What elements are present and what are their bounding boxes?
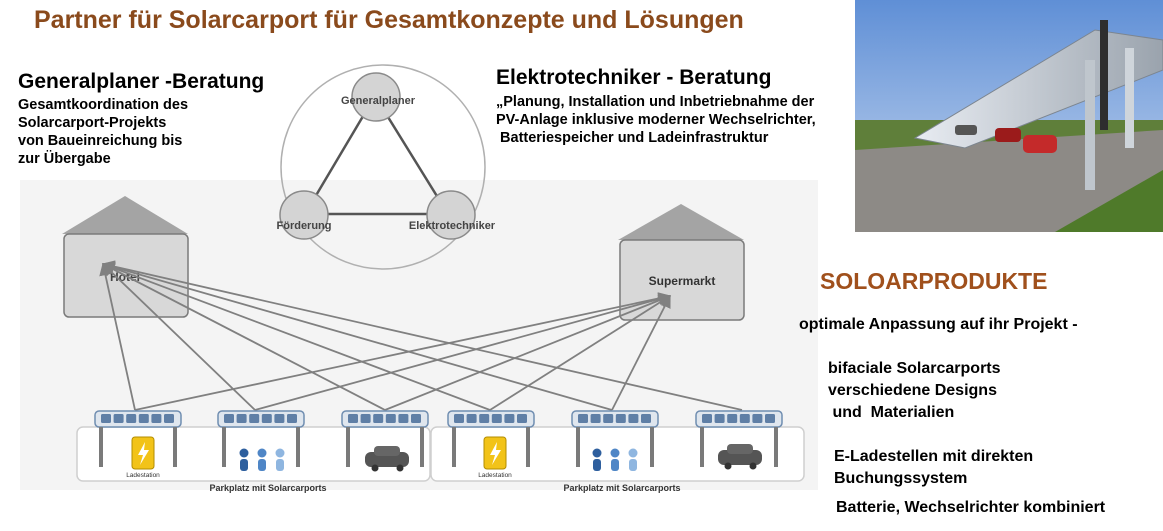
node-foerderung <box>279 190 329 240</box>
concept-circle <box>280 64 486 270</box>
connection-arrow <box>254 292 672 411</box>
products-list-item: verschiedene Designs <box>828 382 997 399</box>
products-list-item: und Materialien <box>828 404 955 421</box>
elektrotechniker-line: „Planung, Installation und Inbetriebnahm… <box>496 94 815 110</box>
connection-arrow <box>101 262 491 411</box>
generalplaner-line: Gesamtkoordination des <box>18 97 189 113</box>
label-foerderung: Förderung <box>277 220 332 232</box>
connection-arrow <box>102 263 256 411</box>
parking-label-left: Parkplatz mit Solarcarports <box>209 483 326 493</box>
people-icon <box>592 448 638 471</box>
generalplaner-line: Solarcarport-Projekts <box>18 115 167 131</box>
elektrotechniker-line: Batteriespeicher und Ladeinfrastruktur <box>496 130 769 146</box>
connection-arrow <box>611 294 671 411</box>
car-icon <box>718 444 762 470</box>
elektrotechniker-line: PV-Anlage inklusive moderner Wechselrich… <box>496 112 816 128</box>
carport-photo <box>855 0 1163 232</box>
supermarkt-roof <box>618 204 744 240</box>
carport <box>695 410 783 467</box>
page-title: Partner für Solarcarport für Gesamtkonze… <box>34 6 744 34</box>
products-list-charging: E-Ladestellen mit direkten Buchungssyste… <box>834 446 1033 490</box>
connection-arrow <box>489 295 672 411</box>
carport <box>571 410 659 467</box>
label-generalplaner: Generalplaner <box>341 95 416 107</box>
products-list-item: Buchungssystem <box>834 470 968 487</box>
carport <box>217 410 305 467</box>
lightning-icon <box>138 442 149 465</box>
connection-arrow <box>101 263 386 411</box>
connection-arrow <box>101 260 743 411</box>
node-elektrotechniker <box>426 190 476 240</box>
products-list-battery: Batterie, Wechselrichter kombiniert <box>836 499 1106 516</box>
connection-arrow <box>134 292 672 411</box>
generalplaner-text: Gesamtkoordination des Solarcarport-Proj… <box>18 96 188 168</box>
generalplaner-heading: Generalplaner -Beratung <box>18 70 265 93</box>
concept-triangle <box>302 93 451 216</box>
products-intro: optimale Anpassung auf ihr Projekt - <box>799 316 1078 333</box>
products-list-carports: bifaciale Solarcarports verschiedene Des… <box>828 358 1001 424</box>
connection-arrow <box>99 262 136 411</box>
carport <box>447 410 535 467</box>
generalplaner-line: von Baueinreichung bis <box>18 133 183 149</box>
generalplaner-line: zur Übergabe <box>18 151 111 167</box>
lightning-icon <box>490 442 501 465</box>
connection-arrows <box>99 260 743 411</box>
hotel-label: Hotel <box>110 270 140 284</box>
elektrotechniker-text: „Planung, Installation und Inbetriebnahm… <box>496 93 816 147</box>
label-elektrotechniker: Elektrotechniker <box>409 220 496 232</box>
node-generalplaner <box>351 72 401 122</box>
products-list-item: E-Ladestellen mit direkten <box>834 448 1034 465</box>
ladestation-label-right: Ladestation <box>478 472 512 479</box>
carport <box>341 410 429 467</box>
connection-arrow <box>384 294 672 411</box>
products-list-item: bifaciale Solarcarports <box>828 360 1001 377</box>
carports <box>94 410 783 467</box>
supermarkt-label: Supermarkt <box>649 274 716 288</box>
parking-label-right: Parkplatz mit Solarcarports <box>563 483 680 493</box>
hotel-roof <box>62 196 188 234</box>
products-heading: SOLOARPRODUKTE <box>820 268 1048 294</box>
people-icon <box>239 448 285 471</box>
carport <box>94 410 182 467</box>
ladestation-label-left: Ladestation <box>126 472 160 479</box>
elektrotechniker-heading: Elektrotechniker - Beratung <box>496 66 772 89</box>
car-icon <box>365 446 409 472</box>
